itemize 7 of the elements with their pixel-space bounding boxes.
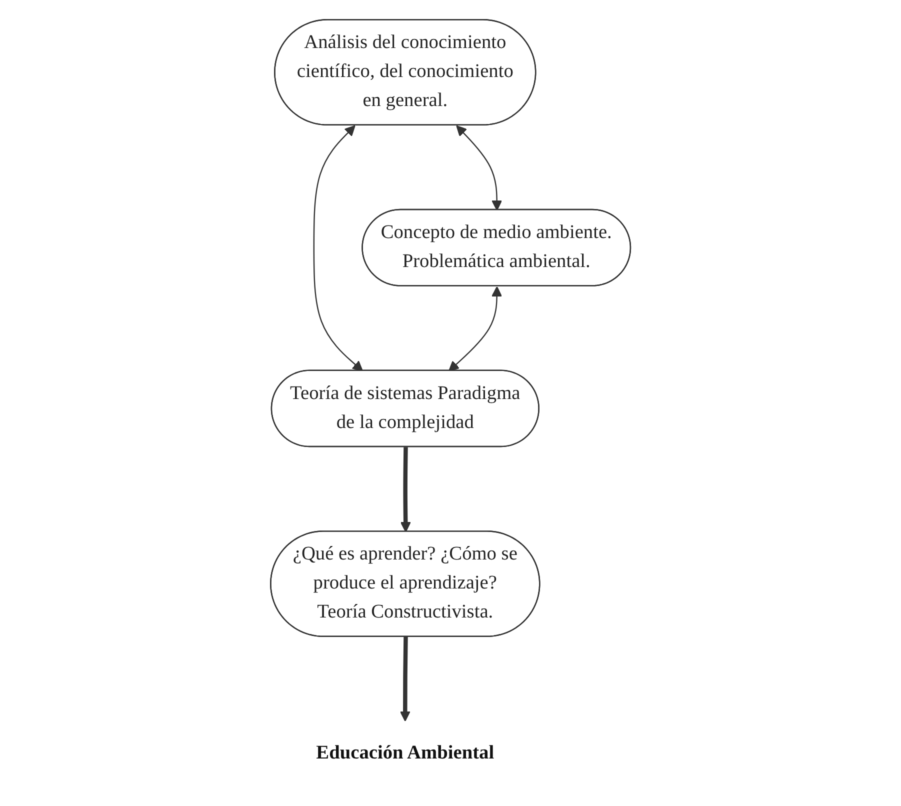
flowchart-diagram: Análisis del conocimiento científico, del conocimiento en general. Concepto de medio ambiente. Problemática ambiental. Teoría de sistemas Paradigma de la complejidad ¿Qué es aprender? ¿Cómo se produce el aprendizaje? Teoría Constructivista. Educación Ambiental [260, 10, 640, 796]
arrow [448, 286, 502, 372]
arrow [400, 447, 411, 532]
node-text: Educación Ambiental [316, 742, 494, 764]
arrow [400, 636, 410, 722]
arrow [313, 125, 363, 372]
arrow [456, 125, 502, 211]
